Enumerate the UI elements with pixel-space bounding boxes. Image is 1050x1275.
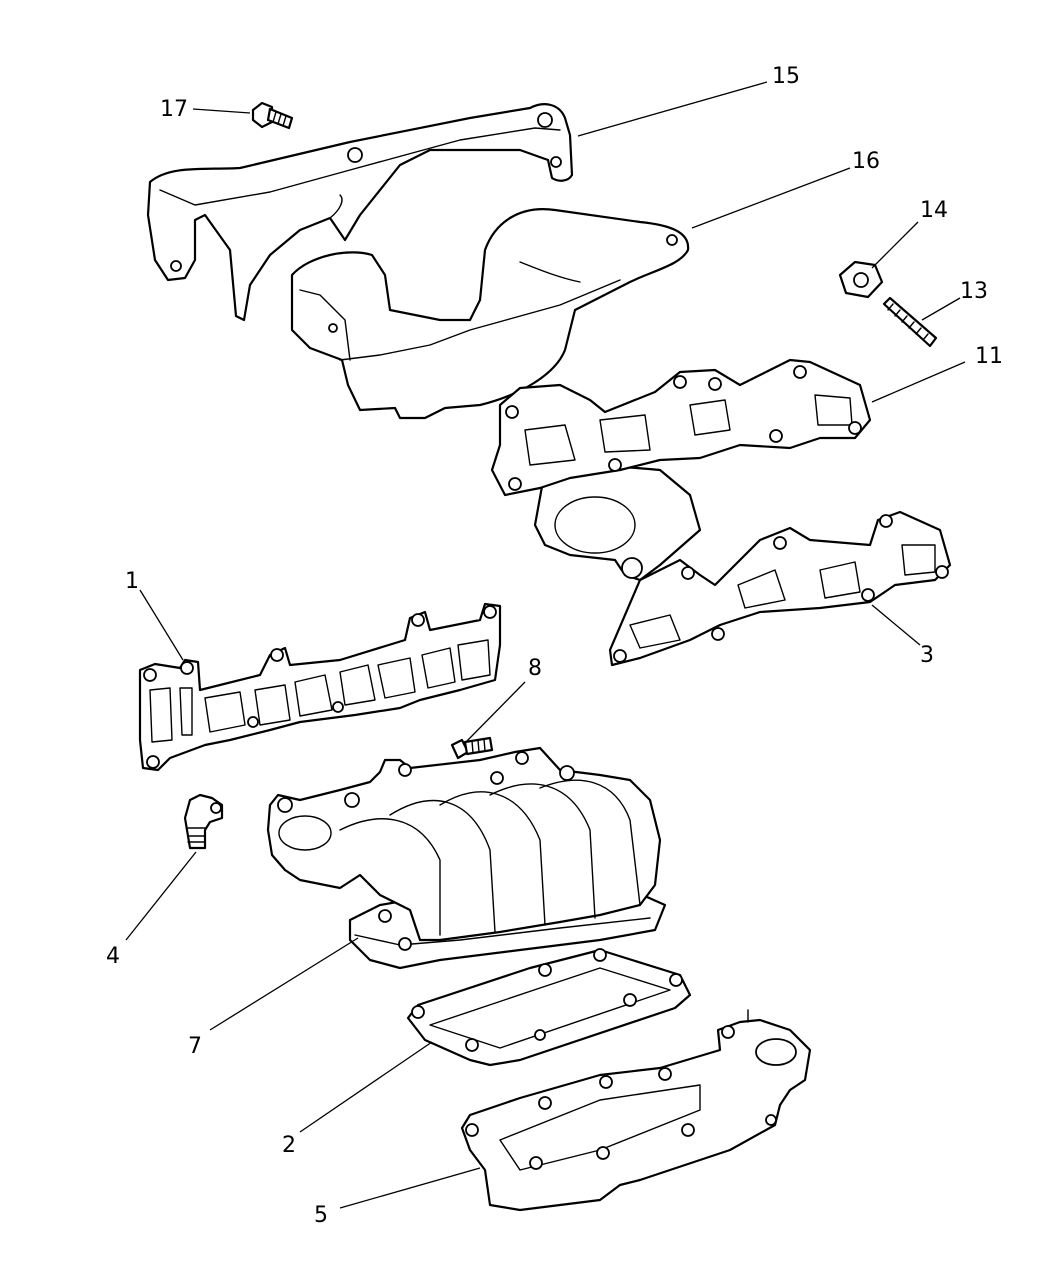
callout-5: 5 [314,1203,328,1228]
callout-7: 7 [188,1034,202,1059]
lower-heat-shield [290,208,690,420]
leader-3 [871,604,921,646]
callout-16: 16 [852,149,880,174]
nut [838,260,884,299]
bolt [450,736,494,760]
callout-13: 13 [960,279,988,304]
leader-11 [871,361,966,403]
callout-4: 4 [106,944,120,969]
callout-2: 2 [282,1133,296,1158]
lower-intake-plenum [460,1009,812,1212]
plenum-gasket [406,948,692,1067]
stud [882,296,938,348]
leader-14 [871,221,919,269]
callout-15: 15 [772,64,800,89]
leader-16 [691,167,851,229]
callout-8: 8 [528,656,542,681]
leader-1 [139,589,184,661]
callout-3: 3 [920,643,934,668]
shield-bolt [251,101,294,130]
leader-4 [125,851,197,941]
upper-heat-shield [146,103,574,322]
leader-7 [209,937,359,1031]
leader-2 [299,1041,433,1133]
leader-15 [577,81,768,137]
intake-manifold-gasket [138,602,502,772]
leader-17 [192,108,251,114]
exhaust-manifold [490,358,872,582]
leader-13 [921,297,961,321]
leader-5 [339,1167,481,1209]
callout-14: 14 [920,198,948,223]
elbow-fitting [183,793,224,850]
callout-11: 11 [975,344,1003,369]
callout-labels: 1 2 3 4 5 7 8 11 13 14 15 16 17 [106,64,1003,1228]
callout-1: 1 [125,569,139,594]
leader-lines [125,81,966,1209]
leader-8 [464,681,526,744]
intake-manifold [266,746,667,970]
callout-17: 17 [160,97,188,122]
exhaust-manifold-gasket [608,510,952,667]
